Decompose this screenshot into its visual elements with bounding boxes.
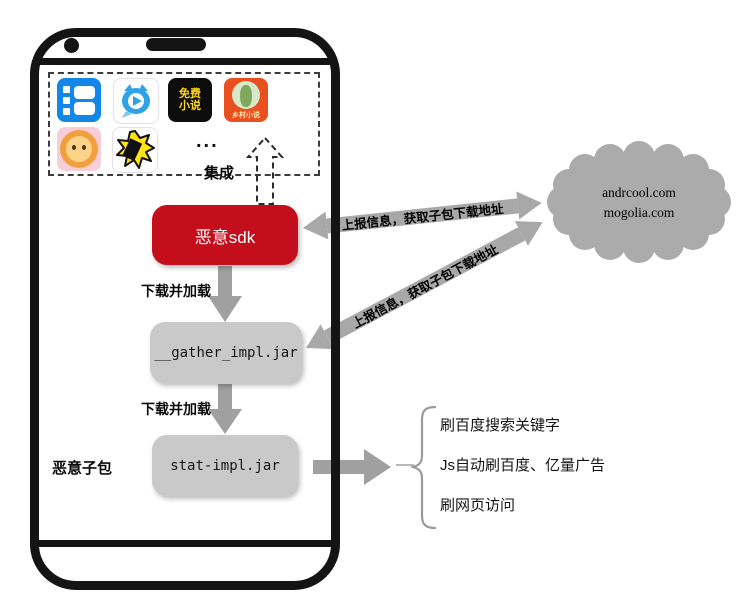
rural-novel-banner: 乡村小说 (232, 112, 260, 119)
free-novel-app-icon: 免费 小说 (168, 78, 212, 122)
sdk-cloud-arrow-shaft: 上报信息，获取子包下载地址 (326, 197, 519, 233)
phone-screen-bottom-edge (38, 540, 332, 547)
integrate-label: 集成 (204, 165, 235, 182)
download-load-label-1: 下载并加载 (141, 283, 211, 299)
bear-left-eye (72, 145, 76, 150)
video-app-icon (57, 78, 101, 122)
payload-arrow (313, 449, 391, 485)
c2-domain-2: mogolia.com (603, 205, 675, 221)
phone-speaker (146, 38, 206, 51)
download-arrow-2 (208, 384, 242, 434)
payload-brace (411, 405, 437, 530)
stat-impl-jar-node: stat-impl.jar (152, 435, 298, 496)
gather-cloud-arrow-shaft: 上报信息，获取子包下载地址 (323, 226, 525, 344)
host-apps-dashed-box (48, 72, 320, 176)
person-silhouette (240, 85, 252, 107)
arrowhead-left-icon (301, 211, 329, 242)
gather-cloud-arrow-label: 上报信息，获取子包下载地址 (349, 242, 501, 331)
gather-impl-jar-node: __gather_impl.jar (150, 322, 302, 383)
malicious-subpackage-label: 恶意子包 (52, 460, 113, 477)
integration-dashed-arrow (246, 136, 284, 205)
bear-face (66, 136, 92, 162)
download-arrow-1 (208, 266, 242, 322)
payload-action-js-ad-fraud: Js自动刷百度、亿量广告 (440, 457, 606, 474)
video-player-app-icon (113, 78, 159, 124)
more-apps-ellipsis: ... (196, 130, 219, 152)
cartoon-bear-app-icon (57, 127, 101, 171)
c2-domain-1: andrcool.com (602, 185, 676, 200)
c2-server-cloud (547, 141, 731, 263)
comic-app-icon (112, 127, 158, 173)
download-load-label-2: 下载并加载 (141, 401, 211, 417)
rural-novel-app-icon: 乡村小说 (224, 78, 268, 122)
phone-camera-dot (64, 38, 79, 53)
brace-connector-line (396, 464, 414, 466)
free-novel-text-line2: 小说 (179, 100, 201, 112)
free-novel-text-line1: 免费 (179, 87, 201, 100)
payload-action-web-visits: 刷网页访问 (440, 497, 516, 514)
c2-domains: andrcool.com mogolia.com (540, 183, 738, 224)
bear-right-eye (82, 145, 86, 150)
payload-action-baidu-keywords: 刷百度搜索关键字 (440, 417, 561, 434)
comic-burst-icon (116, 130, 155, 169)
play-cat-icon (122, 84, 150, 118)
phone-screen-top-edge (38, 58, 332, 65)
sdk-cloud-arrow-label: 上报信息，获取子包下载地址 (340, 201, 505, 233)
malicious-sdk-node: 恶意sdk (152, 205, 298, 265)
film-strip-icon (63, 86, 95, 115)
